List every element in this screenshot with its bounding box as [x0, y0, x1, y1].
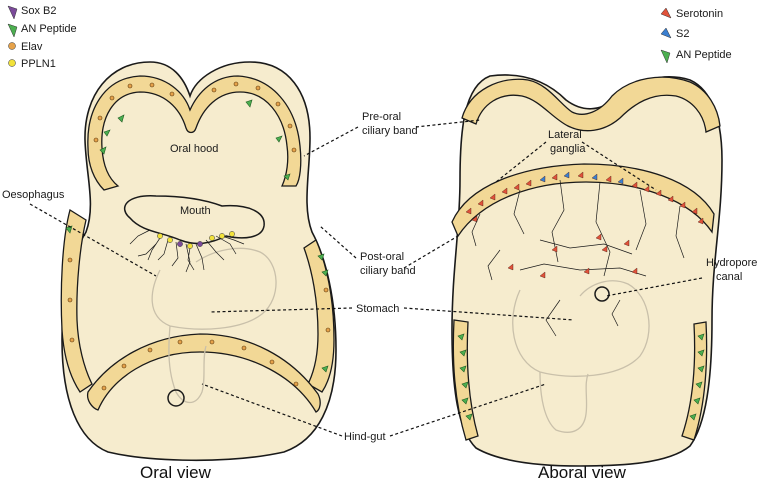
aboral-ganglia-neurons	[465, 171, 704, 225]
label-pre-oral-line2: ciliary band	[362, 125, 418, 137]
oral-left-side-band	[60, 208, 93, 393]
oral-gut-outline	[151, 247, 277, 404]
oral-elav-dots	[67, 81, 331, 391]
label-hydropore-line2: canal	[716, 271, 742, 283]
legend-left: Sox B2 AN Peptide Elav PPLN1	[7, 5, 77, 70]
title-oral-view: Oral view	[140, 463, 212, 482]
legend-item-serotonin: Serotonin	[660, 7, 723, 20]
aboral-an-peptide-markers	[457, 333, 705, 421]
label-pre-oral-line1: Pre-oral	[362, 111, 401, 123]
legend-label: S2	[676, 28, 689, 40]
oral-right-side-band	[303, 239, 335, 393]
legend-label: Sox B2	[21, 5, 56, 17]
legend-item-s2: S2	[660, 27, 689, 40]
label-lateral-line1: Lateral	[548, 129, 582, 141]
legend-label: AN Peptide	[21, 23, 77, 35]
an-peptide-swatch-icon	[660, 49, 671, 64]
label-mouth: Mouth	[180, 205, 211, 217]
aboral-ganglia-band	[451, 163, 715, 238]
label-stomach: Stomach	[356, 303, 399, 315]
legend-item-sox-b2: Sox B2	[7, 5, 56, 20]
an-peptide-swatch-icon	[7, 23, 18, 38]
s2-swatch-icon	[660, 27, 672, 39]
oral-view-larva	[60, 61, 337, 462]
sox-b2-swatch-icon	[7, 5, 18, 20]
legend-label: Elav	[21, 41, 43, 53]
aboral-view-larva	[451, 74, 723, 467]
aboral-hydropore	[594, 286, 610, 302]
label-post-oral-line1: Post-oral	[360, 251, 404, 263]
aboral-serotonin-neurons	[507, 233, 638, 279]
oral-mouth	[124, 195, 265, 245]
oral-mouth-neurons	[157, 231, 235, 249]
leader-lines	[29, 119, 703, 437]
serotonin-swatch-icon	[660, 7, 672, 19]
oral-preoral-band	[87, 75, 302, 191]
oral-anus	[167, 389, 185, 407]
title-aboral-view: Aboral view	[538, 463, 627, 482]
legend-label: AN Peptide	[676, 49, 732, 61]
ppln1-swatch-icon	[8, 59, 16, 67]
elav-swatch-icon	[8, 42, 16, 50]
legend-label: Serotonin	[676, 8, 723, 20]
aboral-top-band	[461, 76, 721, 133]
label-lateral-line2: ganglia	[550, 143, 586, 155]
label-oesophagus: Oesophagus	[2, 189, 65, 201]
label-hind-gut: Hind-gut	[344, 431, 386, 443]
aboral-left-side-band	[452, 319, 479, 441]
aboral-nerve-net	[471, 179, 685, 337]
aboral-gut-outline	[512, 280, 650, 433]
label-hydropore-line1: Hydropore	[706, 257, 757, 269]
legend-right: Serotonin S2 AN Peptide	[660, 7, 732, 64]
legend-item-elav: Elav	[8, 41, 43, 53]
oral-mouth-nerves	[129, 229, 245, 273]
label-oral-hood: Oral hood	[170, 143, 218, 155]
legend-label: PPLN1	[21, 58, 56, 70]
oral-postoral-band	[86, 333, 321, 413]
label-post-oral-line2: ciliary band	[360, 265, 416, 277]
legend-item-an-peptide-right: AN Peptide	[660, 49, 732, 64]
legend-item-ppln1: PPLN1	[8, 58, 56, 70]
legend-item-an-peptide: AN Peptide	[7, 23, 77, 38]
